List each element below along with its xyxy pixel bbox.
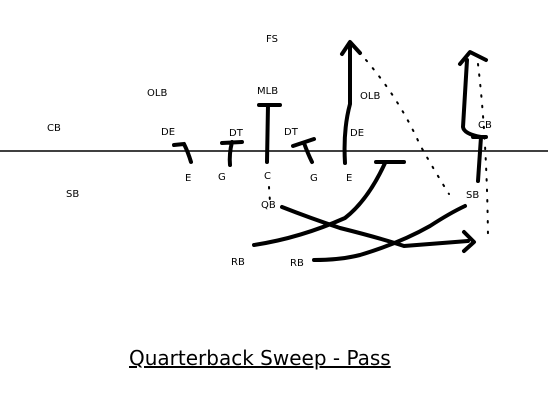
label-sb-left: SB <box>66 189 79 200</box>
route-rb-cross <box>280 205 470 248</box>
label-e-left: E <box>185 173 191 184</box>
label-e-right: E <box>346 173 352 184</box>
arrow-rb-cross <box>462 230 476 253</box>
label-de-left: DE <box>161 127 175 138</box>
arrow-right-cb <box>458 50 488 66</box>
label-g-left: G <box>218 172 226 183</box>
label-qb: QB <box>261 200 276 211</box>
route-rb-swing <box>312 204 467 262</box>
block-right-guard <box>291 137 316 164</box>
label-olb-right: OLB <box>360 91 380 102</box>
block-left-guard <box>220 140 244 167</box>
route-qb-sweep <box>252 161 387 247</box>
pass-lane-snap <box>268 186 271 203</box>
route-right-end <box>342 44 352 165</box>
label-cb-left: CB <box>47 123 61 134</box>
label-olb-left: OLB <box>147 88 167 99</box>
play-title: Quarterback Sweep - Pass <box>129 346 391 370</box>
label-fs: FS <box>266 34 278 45</box>
label-de-right: DE <box>350 128 364 139</box>
label-cb-right: CB <box>478 120 492 131</box>
pass-lane-deep <box>365 59 450 195</box>
arrow-right-end <box>340 40 362 56</box>
label-sb-right: SB <box>466 190 479 201</box>
label-dt-right: DT <box>284 127 299 138</box>
label-g-right: G <box>310 173 318 184</box>
block-left-end <box>172 142 193 164</box>
label-c: C <box>264 171 271 182</box>
label-mlb: MLB <box>257 86 278 97</box>
block-center <box>257 103 282 164</box>
label-rb-left: RB <box>231 257 245 268</box>
label-dt-left: DT <box>229 128 244 139</box>
label-rb-right: RB <box>290 258 304 269</box>
